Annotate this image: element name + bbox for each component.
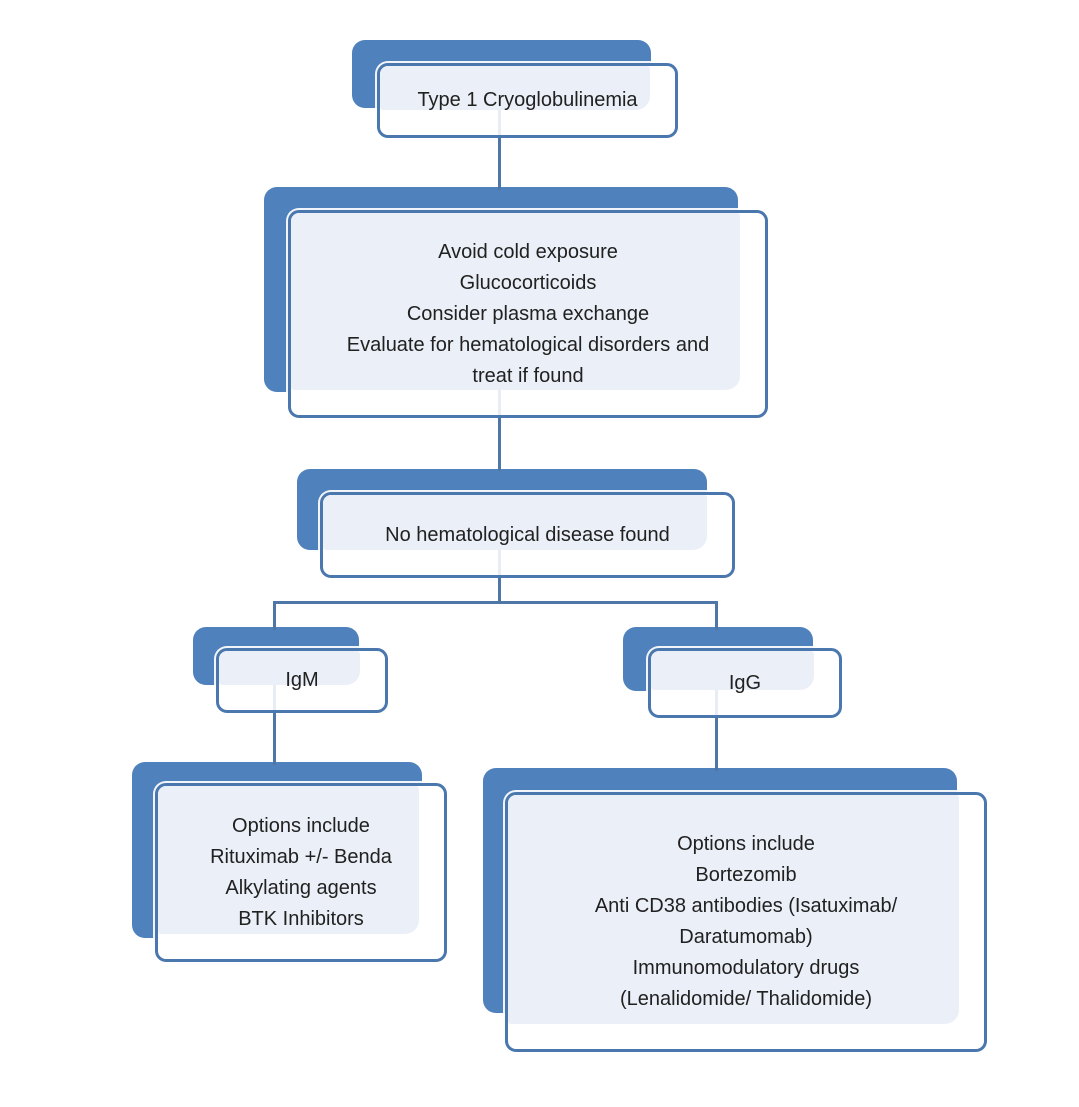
node-igm-options-fill	[158, 786, 419, 934]
node-type1-cryoglobulinemia: Type 1 Cryoglobulinemia	[352, 40, 678, 138]
label-line: Options include	[677, 833, 815, 855]
label-line: Options include	[232, 814, 370, 837]
node-igm-label: IgM	[285, 665, 318, 696]
connector-stub	[715, 683, 718, 715]
label-line: Anti CD38 antibodies (Isatuximab/	[594, 895, 898, 917]
node-initial-management-label: Avoid cold exposure Glucocorticoids Cons…	[347, 237, 709, 392]
node-initial-management-box: Avoid cold exposure Glucocorticoids Cons…	[288, 210, 768, 418]
label-line: Glucocorticoids	[459, 271, 597, 294]
label-line: Evaluate for hematological disorders and	[346, 333, 710, 356]
node-igm-box: IgM	[216, 648, 388, 713]
node-initial-management: Avoid cold exposure Glucocorticoids Cons…	[264, 187, 768, 418]
node-igm-options-label: Options include Rituximab +/- Benda Alky…	[210, 811, 392, 935]
connector-stub	[498, 374, 501, 415]
label-line: Rituximab +/- Benda	[210, 845, 392, 868]
node-igg-box: IgG	[648, 648, 842, 718]
connector-management-to-nohem	[498, 418, 501, 471]
node-igm-fill	[219, 651, 360, 685]
node-no-hematological-disease: No hematological disease found	[297, 469, 735, 578]
connector-branch-left-drop	[273, 601, 276, 630]
label-line: Immunomodulatory drugs	[632, 957, 860, 979]
label-line: Daratumomab)	[679, 926, 813, 948]
label-line: Type 1 Cryoglobulinemia	[417, 89, 638, 111]
node-igg: IgG	[623, 627, 842, 718]
connector-stub	[498, 539, 501, 575]
label-line: No hematological disease found	[385, 523, 670, 546]
connector-stub	[498, 93, 501, 135]
label-line: Bortezomib	[695, 864, 797, 886]
label-line: (Lenalidomide/ Thalidomide)	[620, 988, 872, 1010]
node-no-hematological-disease-box: No hematological disease found	[320, 492, 735, 578]
node-igg-options: Options include Bortezomib Anti CD38 ant…	[483, 768, 987, 1052]
node-no-hematological-disease-label: No hematological disease found	[385, 520, 670, 551]
node-igg-options-box: Options include Bortezomib Anti CD38 ant…	[505, 792, 987, 1052]
node-no-hematological-disease-fill	[323, 495, 707, 550]
connector-igg-to-options	[715, 718, 718, 771]
node-type1-cryoglobulinemia-box: Type 1 Cryoglobulinemia	[377, 63, 678, 138]
node-igm-options: Options include Rituximab +/- Benda Alky…	[132, 762, 447, 962]
label-line: IgG	[728, 671, 762, 694]
node-igm: IgM	[193, 627, 388, 713]
node-igg-fill	[651, 651, 814, 690]
label-line: Alkylating agents	[225, 876, 377, 899]
label-line: treat if found	[472, 364, 584, 387]
node-igg-options-fill	[508, 795, 959, 1024]
label-line: BTK Inhibitors	[238, 907, 364, 930]
label-line: Consider plasma exchange	[406, 302, 650, 325]
connector-branch-right-drop	[715, 601, 718, 630]
node-igg-options-label: Options include Bortezomib Anti CD38 ant…	[595, 829, 897, 1015]
node-igm-options-box: Options include Rituximab +/- Benda Alky…	[155, 783, 447, 962]
connector-branch-stem	[498, 578, 501, 604]
label-line: IgM	[285, 669, 319, 691]
connector-branch-horizontal	[273, 601, 718, 604]
node-type1-cryoglobulinemia-fill	[380, 66, 650, 110]
connector-root-to-management	[498, 138, 501, 190]
label-line: Avoid cold exposure	[438, 240, 618, 263]
connector-stub	[273, 680, 276, 710]
node-igg-label: IgG	[729, 668, 761, 699]
node-initial-management-fill	[291, 213, 740, 390]
node-type1-cryoglobulinemia-label: Type 1 Cryoglobulinemia	[417, 85, 637, 116]
connector-igm-to-options	[273, 713, 276, 765]
